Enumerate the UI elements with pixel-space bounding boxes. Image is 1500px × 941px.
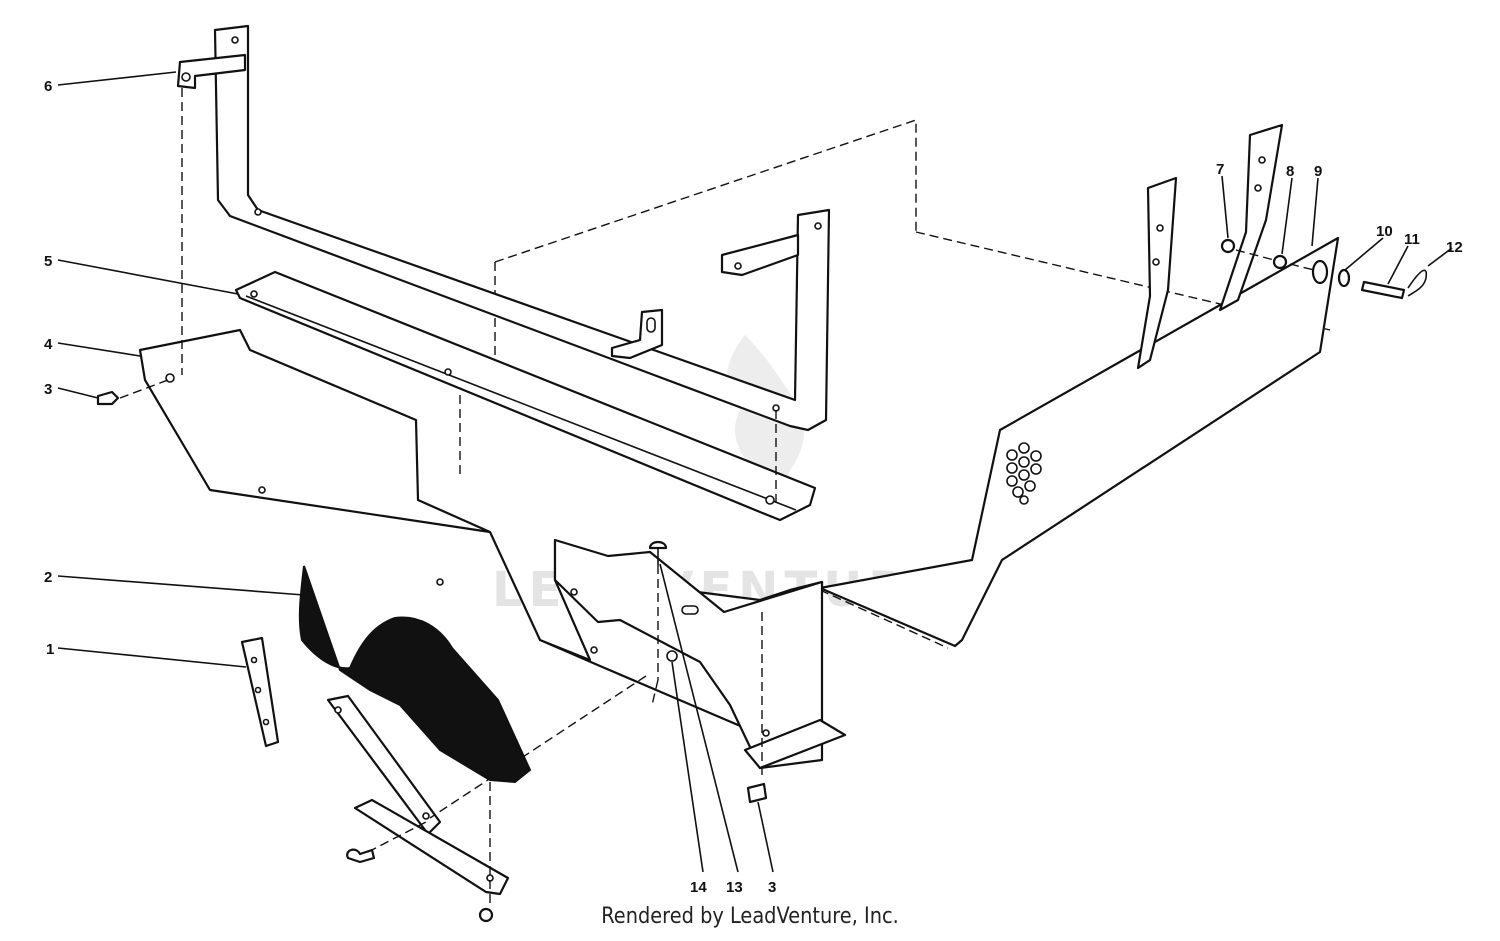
part-9-side-panel bbox=[459, 119, 1340, 649]
callout-2: 2 bbox=[44, 569, 52, 586]
part-4-channel-housing bbox=[138, 328, 847, 770]
callout-4: 4 bbox=[44, 336, 53, 353]
part-1-strap bbox=[240, 636, 280, 748]
callout-5: 5 bbox=[44, 253, 52, 270]
part-2-discharge-chute bbox=[298, 565, 532, 896]
callout-14: 14 bbox=[690, 879, 707, 896]
callout-1: 1 bbox=[46, 641, 54, 658]
alignment-lines bbox=[119, 88, 1315, 905]
callout-13: 13 bbox=[726, 879, 743, 896]
fasteners bbox=[96, 238, 1428, 923]
callout-8: 8 bbox=[1286, 163, 1294, 180]
callout-3-left: 3 bbox=[44, 381, 52, 398]
part-6-frame-bracket bbox=[176, 24, 831, 432]
callout-9: 9 bbox=[1314, 163, 1322, 180]
callout-3-bottom: 3 bbox=[768, 879, 776, 896]
callout-10: 10 bbox=[1376, 223, 1393, 240]
callout-11: 11 bbox=[1404, 231, 1420, 248]
part-5-angle-rail bbox=[234, 270, 817, 522]
callout-7: 7 bbox=[1216, 161, 1224, 178]
credit-caption: Rendered by LeadVenture, Inc. bbox=[601, 904, 899, 929]
callout-12: 12 bbox=[1446, 239, 1463, 256]
callout-6: 6 bbox=[44, 78, 52, 95]
vent-grille bbox=[1006, 442, 1042, 505]
watermark-logo bbox=[727, 335, 805, 520]
leader-lines bbox=[57, 71, 1453, 873]
callout-labels: 6 5 4 3 2 1 7 8 9 10 11 12 14 13 3 bbox=[44, 78, 1463, 896]
